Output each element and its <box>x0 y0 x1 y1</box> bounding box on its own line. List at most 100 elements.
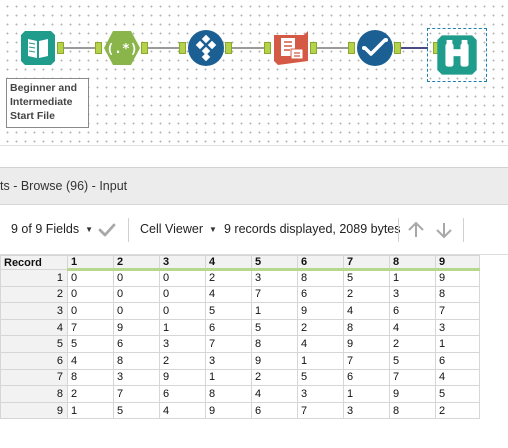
table-cell[interactable]: 2 <box>435 401 480 420</box>
table-cell[interactable]: 6 <box>159 385 206 403</box>
input-anchor[interactable] <box>179 42 186 54</box>
connection-wire[interactable] <box>146 47 182 49</box>
table-cell[interactable]: 2 <box>67 385 114 403</box>
table-cell[interactable]: 5 <box>297 368 344 387</box>
table-cell[interactable]: 0 <box>159 302 206 320</box>
table-cell[interactable]: 6 <box>297 285 344 304</box>
column-header[interactable]: 7 <box>343 255 390 271</box>
record-number[interactable]: 4 <box>0 318 68 337</box>
column-header[interactable]: 3 <box>159 255 206 271</box>
table-cell[interactable]: 3 <box>251 269 298 287</box>
table-cell[interactable]: 5 <box>113 401 160 420</box>
table-cell[interactable]: 0 <box>67 285 114 304</box>
table-cell[interactable]: 6 <box>343 368 390 387</box>
arrow-up-icon[interactable] <box>405 219 427 241</box>
regex-tool[interactable]: (.*) <box>103 29 141 67</box>
table-cell[interactable]: 0 <box>113 302 160 320</box>
table-cell[interactable]: 9 <box>205 401 252 420</box>
table-cell[interactable]: 5 <box>67 335 114 353</box>
table-cell[interactable]: 5 <box>343 269 390 287</box>
pane-splitter[interactable] <box>0 145 508 167</box>
table-cell[interactable]: 6 <box>205 318 252 337</box>
checkmark-icon[interactable] <box>96 219 118 241</box>
table-cell[interactable]: 9 <box>159 368 206 387</box>
table-cell[interactable]: 0 <box>113 285 160 304</box>
output-anchor[interactable] <box>57 42 64 54</box>
table-cell[interactable]: 2 <box>343 285 390 304</box>
table-cell[interactable]: 1 <box>251 302 298 320</box>
output-anchor[interactable] <box>225 42 232 54</box>
table-cell[interactable]: 3 <box>205 351 252 370</box>
table-cell[interactable]: 1 <box>67 401 114 420</box>
record-number[interactable]: 8 <box>0 385 68 403</box>
fields-dropdown[interactable]: 9 of 9 Fields▼ <box>11 222 93 236</box>
table-cell[interactable]: 9 <box>343 335 390 353</box>
record-number[interactable]: 5 <box>0 335 68 353</box>
table-cell[interactable]: 4 <box>159 401 206 420</box>
table-cell[interactable]: 7 <box>343 351 390 370</box>
table-cell[interactable]: 0 <box>67 302 114 320</box>
column-header[interactable]: 8 <box>389 255 436 271</box>
table-cell[interactable]: 1 <box>389 269 436 287</box>
table-cell[interactable]: 1 <box>297 351 344 370</box>
table-cell[interactable]: 4 <box>297 335 344 353</box>
table-cell[interactable]: 2 <box>251 368 298 387</box>
table-cell[interactable]: 7 <box>113 385 160 403</box>
table-cell[interactable]: 9 <box>113 318 160 337</box>
table-cell[interactable]: 8 <box>435 285 480 304</box>
table-cell[interactable]: 6 <box>435 351 480 370</box>
table-cell[interactable]: 1 <box>205 368 252 387</box>
table-cell[interactable]: 6 <box>389 302 436 320</box>
table-cell[interactable]: 7 <box>389 368 436 387</box>
output-anchor[interactable] <box>310 42 317 54</box>
table-cell[interactable]: 5 <box>389 351 436 370</box>
output-anchor[interactable] <box>141 42 148 54</box>
connection-wire[interactable] <box>315 47 351 49</box>
table-cell[interactable]: 3 <box>159 335 206 353</box>
table-cell[interactable]: 8 <box>343 318 390 337</box>
table-cell[interactable]: 4 <box>251 385 298 403</box>
table-cell[interactable]: 2 <box>205 269 252 287</box>
table-cell[interactable]: 8 <box>113 351 160 370</box>
table-cell[interactable]: 9 <box>251 351 298 370</box>
table-cell[interactable]: 7 <box>435 302 480 320</box>
table-cell[interactable]: 7 <box>205 335 252 353</box>
cell-viewer-dropdown[interactable]: Cell Viewer▼ <box>140 222 217 236</box>
table-cell[interactable]: 8 <box>251 335 298 353</box>
table-cell[interactable]: 4 <box>435 368 480 387</box>
record-number[interactable]: 2 <box>0 285 68 304</box>
table-cell[interactable]: 3 <box>435 318 480 337</box>
workflow-canvas[interactable]: (.*) <box>0 0 508 145</box>
table-cell[interactable]: 5 <box>435 385 480 403</box>
output-anchor[interactable] <box>394 42 401 54</box>
table-cell[interactable]: 6 <box>113 335 160 353</box>
arrow-down-icon[interactable] <box>433 219 455 241</box>
table-cell[interactable]: 7 <box>251 285 298 304</box>
table-cell[interactable]: 0 <box>159 269 206 287</box>
tool-annotation[interactable]: Beginner and Intermediate Start File <box>6 78 89 128</box>
input-anchor[interactable] <box>264 42 271 54</box>
table-cell[interactable]: 1 <box>159 318 206 337</box>
table-cell[interactable]: 4 <box>67 351 114 370</box>
table-cell[interactable]: 2 <box>389 335 436 353</box>
column-header[interactable]: 4 <box>205 255 252 271</box>
table-cell[interactable]: 2 <box>159 351 206 370</box>
table-cell[interactable]: 2 <box>297 318 344 337</box>
browse-tool[interactable] <box>427 28 487 82</box>
table-cell[interactable]: 3 <box>113 368 160 387</box>
column-header[interactable]: 6 <box>297 255 344 271</box>
table-cell[interactable]: 5 <box>205 302 252 320</box>
table-cell[interactable]: 1 <box>343 385 390 403</box>
connection-wire[interactable] <box>400 47 428 49</box>
table-cell[interactable]: 9 <box>297 302 344 320</box>
multi-field-tool[interactable] <box>187 29 225 67</box>
table-cell[interactable]: 7 <box>67 318 114 337</box>
